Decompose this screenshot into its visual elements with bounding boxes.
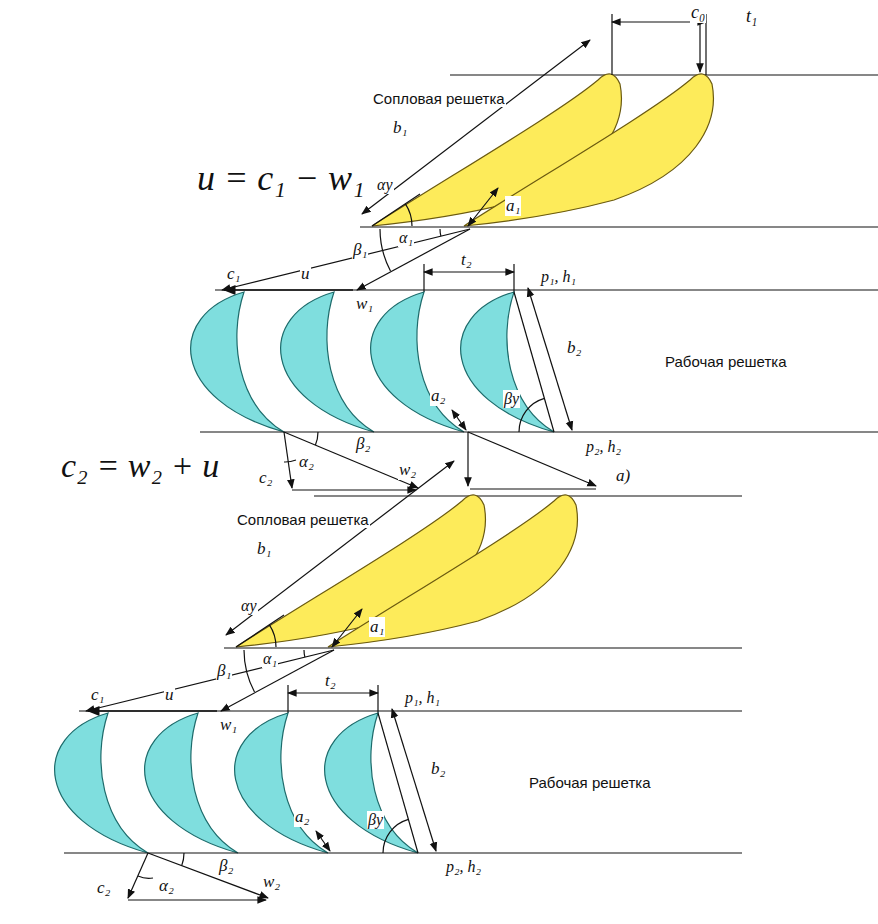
symbol-label: t₁ — [745, 6, 758, 27]
vector-formula: u = c₁ − w₁ — [196, 158, 366, 199]
symbol-label: t₂ — [460, 250, 473, 270]
symbol-label: α₁ — [262, 650, 278, 668]
symbol-label: w₂ — [262, 872, 281, 892]
symbol-label: p₂, h₂ — [585, 438, 622, 456]
symbol-label: β₁ — [352, 240, 368, 260]
symbol-label: b₁ — [392, 118, 408, 138]
symbol-label: α₂ — [298, 452, 315, 472]
symbol-label: u — [164, 685, 175, 705]
symbol-label: βу — [503, 390, 520, 408]
symbol-label: w₂ — [398, 460, 417, 480]
symbol-label: αу — [240, 597, 258, 615]
symbol-label: a) — [615, 466, 631, 486]
cascade-name: Сопловая решетка — [372, 90, 506, 107]
symbol-label: β₂ — [218, 856, 234, 876]
symbol-label: α₁ — [398, 229, 414, 247]
symbol-label: b₂ — [566, 338, 582, 358]
symbol-label: a₁ — [369, 617, 385, 637]
symbol-label: b₂ — [430, 759, 446, 779]
symbol-label: a₂ — [294, 807, 310, 827]
symbol-label: p₂, h₂ — [445, 858, 482, 876]
symbol-label: β₂ — [355, 434, 371, 454]
cascade-name: Рабочая решетка — [664, 353, 788, 370]
symbol-label: t₂ — [324, 671, 337, 691]
symbol-label: βу — [367, 811, 384, 829]
symbol-label: b₁ — [256, 539, 272, 559]
symbol-label: c₂ — [96, 878, 111, 898]
symbol-label: p₁, h₁ — [404, 689, 441, 707]
symbol-label: a₁ — [505, 196, 521, 216]
cascade-name: Рабочая решетка — [528, 774, 652, 791]
cascade-name: Сопловая решетка — [236, 511, 370, 528]
symbol-label: αу — [376, 176, 394, 194]
symbol-label: c₁ — [90, 685, 105, 705]
symbol-label: c₁ — [226, 264, 241, 284]
symbol-label: α₂ — [158, 876, 175, 896]
symbol-label: p₁, h₁ — [540, 268, 577, 286]
symbol-label: u — [300, 264, 311, 284]
symbol-label: β₁ — [216, 661, 232, 681]
symbol-label: w₁ — [219, 715, 238, 735]
symbol-label: w₁ — [355, 294, 374, 314]
symbol-label: c₀ — [690, 2, 706, 23]
vector-formula: c₂ = w₂ + u — [60, 446, 220, 485]
symbol-label: a₂ — [430, 386, 446, 406]
symbol-label: c₂ — [258, 468, 273, 488]
